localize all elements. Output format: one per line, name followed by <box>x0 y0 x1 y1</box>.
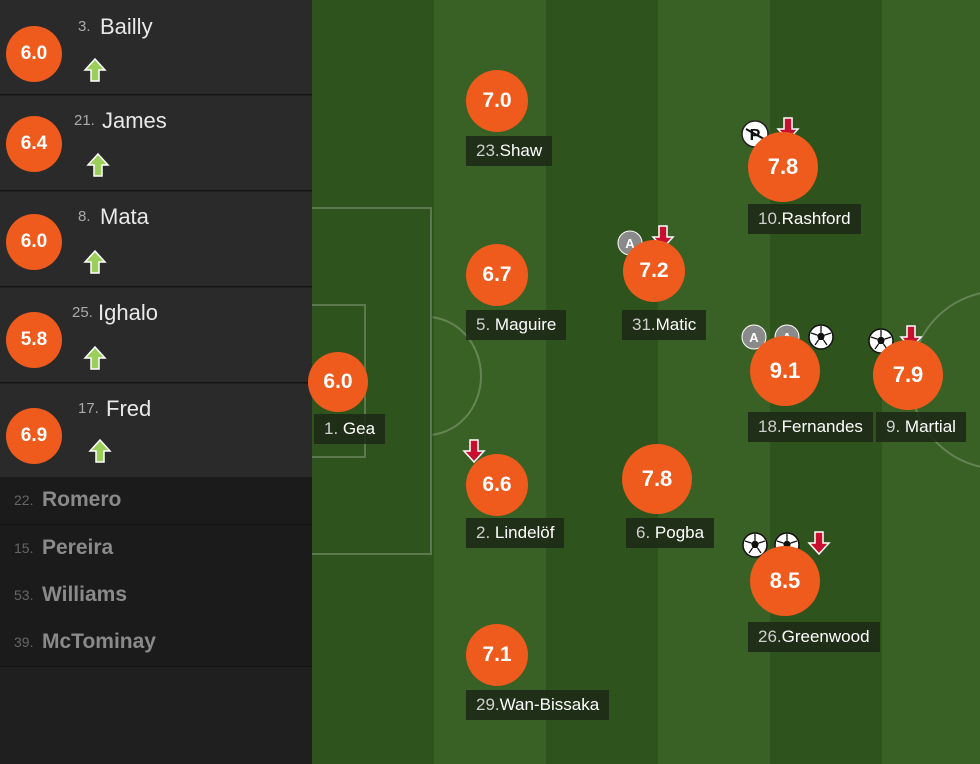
rating-badge: 5.8 <box>6 312 62 368</box>
player-label: 6. Pogba <box>626 518 715 548</box>
rating-badge: 6.9 <box>6 408 62 464</box>
penalty-box <box>312 207 432 555</box>
player-label: 29.Wan-Bissaka <box>466 690 610 720</box>
player-name: Williams <box>42 583 128 606</box>
player-label: 26.Greenwood <box>748 622 880 652</box>
rating-badge: 7.1 <box>466 624 528 686</box>
player-label: 5. Maguire <box>466 310 567 340</box>
rating-badge: 7.2 <box>623 240 685 302</box>
player-label: 23.Shaw <box>466 136 553 166</box>
bench-row[interactable]: 22. Romero <box>0 477 312 525</box>
player-name: Mata <box>100 204 149 229</box>
player-number: 8. <box>78 208 91 225</box>
player-number: 15. <box>14 540 34 556</box>
substitute-row[interactable]: 6.0 8. Mata <box>0 192 312 287</box>
rating-badge: 6.7 <box>466 244 528 306</box>
substitute-row[interactable]: 6.9 17. Fred <box>0 384 312 479</box>
player-name: Bailly <box>100 14 153 39</box>
player-label: 9. Martial <box>876 412 966 442</box>
rating-badge: 6.4 <box>6 116 62 172</box>
bench-row[interactable]: 15. Pereira <box>0 525 312 573</box>
rating-badge: 7.8 <box>748 132 818 202</box>
rating-badge: 8.5 <box>750 546 820 616</box>
svg-text:A: A <box>749 330 759 345</box>
lineup-sidebar: 6.0 3. Bailly 6.4 21. James 6.0 8. Mata … <box>0 0 312 764</box>
goal-ball-icon <box>808 324 834 350</box>
player-number: 17. <box>78 400 99 417</box>
assist-icon: A <box>741 324 767 350</box>
player-label: 1. Gea <box>314 414 386 444</box>
rating-badge: 6.0 <box>6 26 62 82</box>
player-name: Fred <box>106 396 152 421</box>
player-name: James <box>102 108 167 133</box>
player-label: 18.Fernandes <box>748 412 873 442</box>
rating-badge: 6.6 <box>466 454 528 516</box>
player-label: 2. Lindelöf <box>466 518 565 548</box>
player-label: 31.Matic <box>622 310 707 340</box>
rating-badge: 7.8 <box>622 444 692 514</box>
player-number: 3. <box>78 18 91 35</box>
rating-badge: 7.0 <box>466 70 528 132</box>
arrow-up-icon <box>86 152 110 177</box>
arrow-down-icon <box>462 439 486 464</box>
player-label: 10.Rashford <box>748 204 861 234</box>
arrow-up-icon <box>83 345 107 370</box>
bench-row[interactable]: 39. McTominay <box>0 619 312 667</box>
svg-text:A: A <box>625 236 635 251</box>
player-number: 39. <box>14 634 34 650</box>
player-number: 22. <box>14 492 34 508</box>
player-name: McTominay <box>42 630 156 653</box>
bench-row[interactable]: 53. Williams <box>0 572 312 620</box>
rating-badge: 6.0 <box>308 352 368 412</box>
player-number: 53. <box>14 587 34 603</box>
pitch <box>312 0 980 764</box>
player-name: Romero <box>42 488 122 511</box>
rating-badge: 7.9 <box>873 340 943 410</box>
player-name: Pereira <box>42 536 114 559</box>
svg-text:P: P <box>750 127 761 144</box>
player-number: 21. <box>74 112 95 129</box>
arrow-down-icon <box>807 531 831 556</box>
goal-ball-icon <box>742 532 768 558</box>
arrow-up-icon <box>83 249 107 274</box>
substitute-row[interactable]: 5.8 25. Ighalo <box>0 288 312 383</box>
rating-badge: 6.0 <box>6 214 62 270</box>
rating-badge: 9.1 <box>750 336 820 406</box>
player-number: 25. <box>72 304 93 321</box>
arrow-up-icon <box>88 438 112 463</box>
player-name: Ighalo <box>98 300 158 325</box>
substitute-row[interactable]: 6.0 3. Bailly <box>0 0 312 95</box>
arrow-up-icon <box>83 57 107 82</box>
substitute-row[interactable]: 6.4 21. James <box>0 96 312 191</box>
